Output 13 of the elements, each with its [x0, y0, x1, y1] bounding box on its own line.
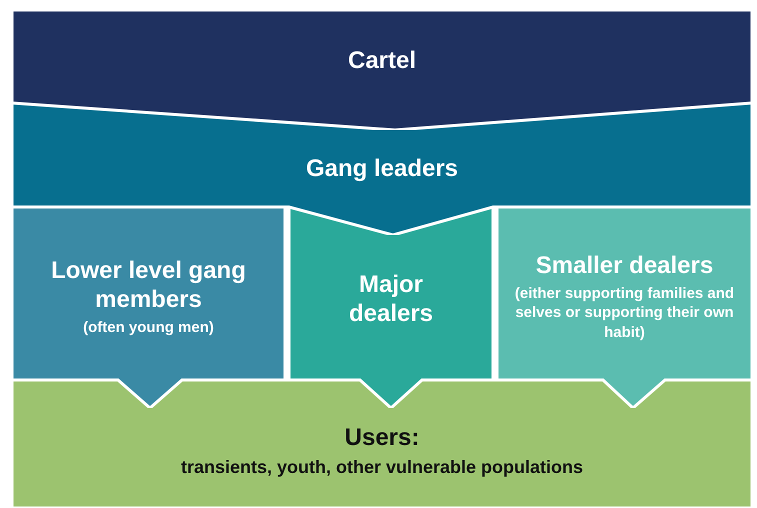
description: (either supporting families and selves or supporting their own habit) [514, 284, 736, 342]
heading: Cartel [348, 47, 416, 76]
heading: Gang leaders [306, 154, 458, 184]
heading: Users: [344, 424, 420, 453]
chevron-box [12, 207, 285, 408]
heading: Major dealers [348, 270, 434, 328]
base-band [12, 380, 752, 508]
description: (often young men) [83, 318, 214, 338]
heading: Lower level gang members [50, 256, 247, 315]
description: transients, youth, other vulnerable populations [180, 456, 584, 479]
heading: Smaller dealers [536, 252, 714, 281]
chevron-band [12, 10, 752, 130]
chevron-box [497, 207, 752, 408]
